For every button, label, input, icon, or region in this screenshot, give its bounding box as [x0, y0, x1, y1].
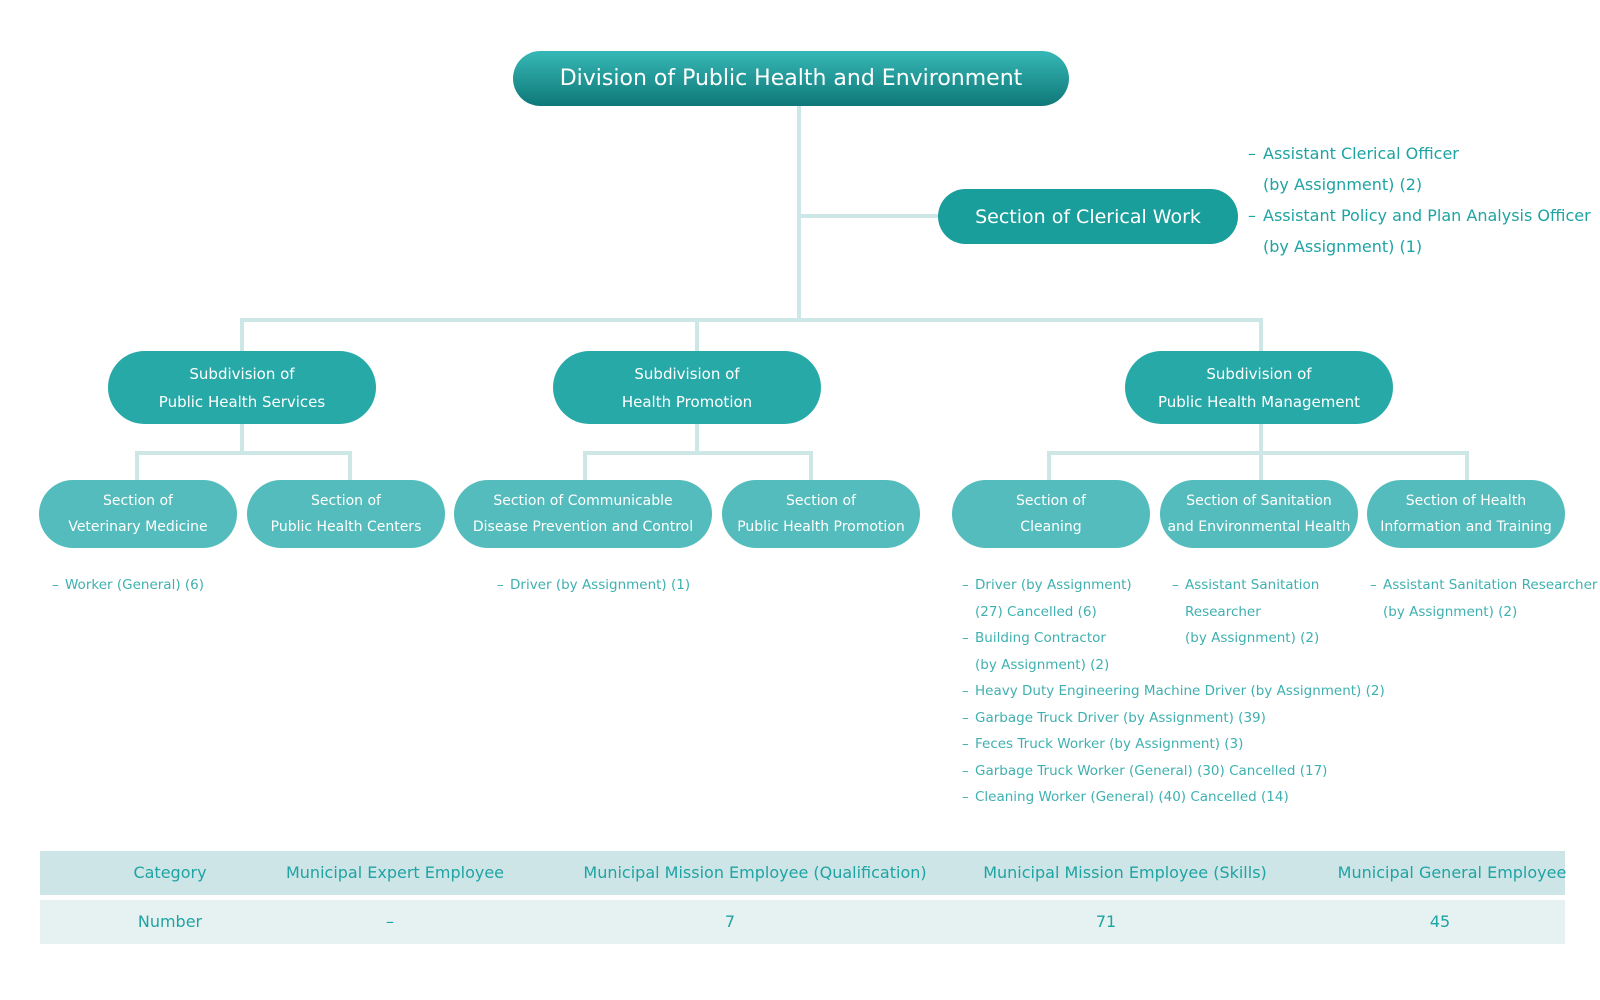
list-item: Garbage Truck Driver (by Assignment) (39…	[962, 705, 1385, 732]
connector-sub3-bar	[1047, 451, 1469, 455]
table-cell: –	[386, 912, 394, 931]
connector-clerical	[799, 214, 939, 218]
connector-sec3-drop	[583, 451, 587, 480]
section-clerical-node: Section of Clerical Work	[938, 189, 1238, 244]
sanitation-staff-list: Assistant Sanitation Researcher (by Assi…	[1172, 572, 1319, 652]
division-title: Division of Public Health and Environmen…	[559, 66, 1023, 91]
list-item: Worker (General) (6)	[52, 572, 204, 599]
table-header-cell: Category	[133, 863, 207, 882]
connector-sub2-bar	[583, 451, 813, 455]
connector-sub2-down	[695, 424, 699, 454]
section-public-health-centers: Section of Public Health Centers	[247, 480, 445, 548]
table-cell: 45	[1429, 912, 1451, 931]
list-item: Assistant Sanitation Researcher (by Assi…	[1172, 572, 1319, 652]
connector-sec2-drop	[348, 451, 352, 480]
section-cleaning: Section of Cleaning	[952, 480, 1150, 548]
connector-sec6-drop	[1259, 451, 1263, 480]
communicable-staff-list: Driver (by Assignment) (1)	[497, 572, 690, 599]
table-row: Number – 7 71 45	[40, 900, 1565, 944]
section-veterinary-medicine: Section of Veterinary Medicine	[39, 480, 237, 548]
section-clerical-title: Section of Clerical Work	[975, 205, 1201, 228]
connector-sec1-drop	[135, 451, 139, 480]
table-header-cell: Municipal Mission Employee (Qualificatio…	[583, 863, 927, 882]
subdivision-public-health-services: Subdivision of Public Health Services	[108, 351, 376, 424]
table-cell: Number	[137, 912, 203, 931]
connector-sub3-drop	[1259, 318, 1263, 351]
list-item: Heavy Duty Engineering Machine Driver (b…	[962, 678, 1385, 705]
cleaning-staff-list: Driver (by Assignment) (27) Cancelled (6…	[962, 572, 1385, 811]
list-item: Assistant Sanitation Researcher (by Assi…	[1370, 572, 1597, 625]
clerical-staff-list: Assistant Clerical Officer (by Assignmen…	[1248, 138, 1591, 262]
list-item: Assistant Policy and Plan Analysis Offic…	[1248, 200, 1591, 262]
list-item: Assistant Clerical Officer (by Assignmen…	[1248, 138, 1591, 200]
table-header-cell: Municipal Mission Employee (Skills)	[983, 863, 1267, 882]
table-header-row: Category Municipal Expert Employee Munic…	[40, 851, 1566, 895]
connector-sub3-down	[1259, 424, 1263, 454]
list-item: Garbage Truck Worker (General) (30) Canc…	[962, 758, 1385, 785]
section-communicable-disease: Section of Communicable Disease Preventi…	[454, 480, 712, 548]
connector-sub1-down	[240, 424, 244, 454]
employee-summary-table: Category Municipal Expert Employee Munic…	[40, 851, 1566, 944]
table-cell: 7	[724, 912, 736, 931]
section-sanitation: Section of Sanitation and Environmental …	[1160, 480, 1358, 548]
section-health-information: Section of Health Information and Traini…	[1367, 480, 1565, 548]
training-staff-list: Assistant Sanitation Researcher (by Assi…	[1370, 572, 1597, 625]
list-item: Driver (by Assignment) (1)	[497, 572, 690, 599]
list-item: Building Contractor (by Assignment) (2)	[962, 625, 1385, 678]
table-header-cell: Municipal Expert Employee	[285, 863, 505, 882]
connector-sec7-drop	[1465, 451, 1469, 480]
connector-sec5-drop	[1047, 451, 1051, 480]
connector-sub1-bar	[135, 451, 352, 455]
subdivision-public-health-management: Subdivision of Public Health Management	[1125, 351, 1393, 424]
connector-sec4-drop	[809, 451, 813, 480]
section-public-health-promotion: Section of Public Health Promotion	[722, 480, 920, 548]
connector-sub2-drop	[695, 318, 699, 351]
subdivision-health-promotion: Subdivision of Health Promotion	[553, 351, 821, 424]
veterinary-staff-list: Worker (General) (6)	[52, 572, 204, 599]
table-header-cell: Municipal General Employee	[1337, 863, 1567, 882]
list-item: Cleaning Worker (General) (40) Cancelled…	[962, 784, 1385, 811]
list-item: Feces Truck Worker (by Assignment) (3)	[962, 731, 1385, 758]
connector-sub1-drop	[240, 318, 244, 351]
connector-subdivisions-bar	[240, 318, 1263, 322]
table-cell: 71	[1095, 912, 1117, 931]
list-item: Driver (by Assignment) (27) Cancelled (6…	[962, 572, 1385, 625]
division-node: Division of Public Health and Environmen…	[513, 51, 1069, 106]
